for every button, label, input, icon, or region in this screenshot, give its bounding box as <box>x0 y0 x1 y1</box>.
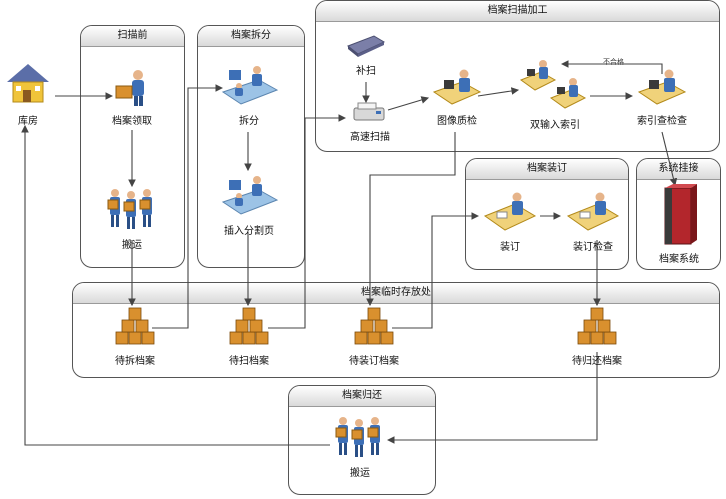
to-scan-label: 待扫档案 <box>229 356 269 367</box>
to-bind-node: 待装订档案 <box>334 304 414 367</box>
image-qc-node: 图像质检 <box>425 66 489 127</box>
high-speed-scan-node: 高速扫描 <box>340 100 400 143</box>
image-qc-label: 图像质检 <box>437 116 477 127</box>
carry-node: 搬运 <box>100 186 164 251</box>
workstation-icon <box>221 66 279 105</box>
panel-split-title: 档案拆分 <box>198 26 304 47</box>
operator-desk-icon <box>432 69 482 105</box>
return-carry-label: 搬运 <box>350 468 370 479</box>
operator-desk-icon <box>566 192 620 231</box>
return-carry-node: 搬运 <box>328 414 392 479</box>
rescan-label: 补扫 <box>356 66 376 77</box>
archive-system-node: 档案系统 <box>644 184 714 265</box>
dual-index-node: 双输入索引 <box>515 58 595 131</box>
warehouse-node: 库房 <box>0 58 56 127</box>
insert-divider-node: 插入分割页 <box>210 170 288 237</box>
box-pile-icon <box>115 307 155 345</box>
to-split-node: 待拆档案 <box>100 304 170 367</box>
receive-label: 档案领取 <box>112 116 152 127</box>
warehouse-icon <box>7 64 49 103</box>
to-return-node: 待归还档案 <box>557 304 637 367</box>
split-label: 拆分 <box>239 116 259 127</box>
panel-scan-process-title: 档案扫描加工 <box>316 1 719 22</box>
warehouse-label: 库房 <box>18 116 38 127</box>
insert-divider-label: 插入分割页 <box>224 226 274 237</box>
operator-desk-icon <box>637 69 687 105</box>
bind-label: 装订 <box>500 242 520 253</box>
fail-label: 不合格 <box>603 58 624 66</box>
index-check-label: 索引查检查 <box>637 116 687 127</box>
to-return-label: 待归还档案 <box>572 356 622 367</box>
people-carrying-boxes-icon <box>335 417 380 457</box>
carry-label: 搬运 <box>122 240 142 251</box>
workstation-icon <box>221 176 279 215</box>
to-scan-node: 待扫档案 <box>214 304 284 367</box>
box-pile-icon <box>229 307 269 345</box>
receive-node: 档案领取 <box>100 68 164 127</box>
to-bind-label: 待装订档案 <box>349 356 399 367</box>
bind-check-node: 装订检查 <box>560 190 626 253</box>
panel-system-hookup-title: 系统挂接 <box>637 159 720 180</box>
people-carrying-boxes-icon <box>107 189 152 229</box>
high-speed-scan-label: 高速扫描 <box>350 132 390 143</box>
dual-index-label: 双输入索引 <box>530 120 580 131</box>
panel-return-title: 档案归还 <box>289 386 435 407</box>
split-node: 拆分 <box>214 60 284 127</box>
server-icon <box>664 184 697 245</box>
to-split-label: 待拆档案 <box>115 356 155 367</box>
operator-desk-icon <box>483 192 537 231</box>
panel-scan-process: 档案扫描加工 <box>315 0 720 152</box>
panel-scan-before-title: 扫描前 <box>81 26 184 47</box>
panel-binding-title: 档案装订 <box>466 159 628 180</box>
box-pile-icon <box>577 307 617 345</box>
high-speed-scanner-icon <box>353 102 385 121</box>
bind-check-label: 装订检查 <box>573 242 613 253</box>
rescan-node: 补扫 <box>340 32 392 77</box>
two-operators-icon <box>519 60 587 109</box>
person-with-box-icon <box>115 70 144 106</box>
panel-temp-storage-title: 档案临时存放处 <box>73 283 719 304</box>
flatbed-scanner-icon <box>347 35 386 57</box>
bind-node: 装订 <box>478 190 542 253</box>
archive-system-label: 档案系统 <box>659 254 699 265</box>
index-check-node: 索引查检查 <box>628 66 696 127</box>
box-pile-icon <box>354 307 394 345</box>
